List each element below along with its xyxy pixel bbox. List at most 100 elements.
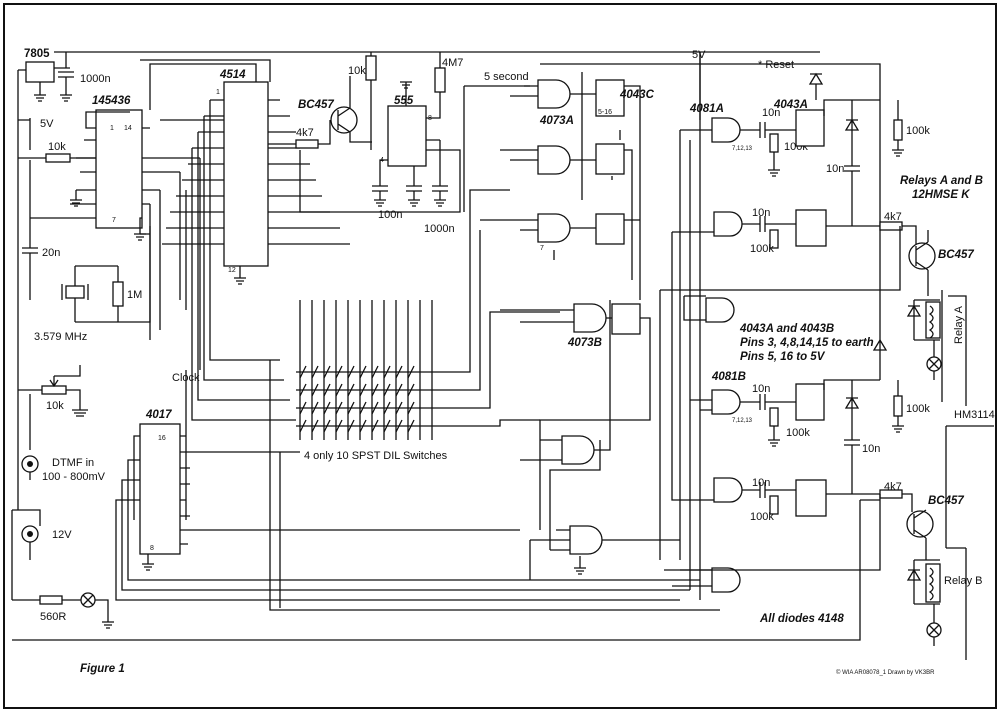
bc457-a-label: BC457 — [938, 249, 974, 261]
timer-section: BC457 10k 4k7 555 4 8 4M7 100n 1000n 5 s… — [268, 49, 881, 340]
pin-516: 5-16 — [598, 109, 612, 116]
and-gate-4081b-2 — [713, 477, 743, 503]
dil-switch-matrix: 4 only 10 SPST DIL Switches — [191, 100, 560, 462]
regulator-7805 — [25, 61, 55, 83]
counter-label: 4017 — [145, 409, 172, 421]
pot-label: 10k — [46, 400, 64, 412]
dtmf-decoder-section: 145436 1 14 7 5V 10k 20n 1M 3.579 MHz Cl… — [18, 95, 201, 520]
resistor-100k-a — [769, 133, 779, 153]
pin-4514-12: 12 — [228, 267, 236, 274]
transistor1-label: BC457 — [298, 99, 334, 111]
cap-10n-d-label: 10n — [752, 383, 770, 395]
resistor-100k-f — [769, 495, 779, 515]
cap-10n-e-label: 10n — [862, 443, 880, 455]
resistor-1m — [112, 281, 124, 307]
and3-b-label: 4073B — [567, 337, 602, 349]
hm3114-label: HM3114 — [954, 409, 995, 421]
switch-row-1 — [299, 365, 415, 433]
and-gate-4073a-1 — [537, 79, 571, 109]
resistor-100k-f-label: 100k — [750, 511, 774, 523]
resistor-4m7-label: 4M7 — [442, 57, 463, 69]
resistor-100k-c — [769, 229, 779, 249]
resistor-100k-d-label: 100k — [786, 427, 810, 439]
figure-label: Figure 1 — [80, 663, 125, 675]
resistor-4k7-b-label: 4k7 — [884, 211, 902, 223]
crystal — [65, 285, 85, 299]
cap-10n-a-label: 10n — [762, 107, 780, 119]
rs-flipflop-4043c-2 — [595, 143, 625, 175]
resistor-10k-b — [365, 55, 377, 81]
ic-555 — [387, 105, 427, 167]
resistor-4m7 — [434, 67, 446, 93]
pin-4073-7: 7 — [540, 245, 544, 252]
resistor-10k-a — [45, 153, 71, 163]
ff-a-label: 4043A — [773, 99, 808, 111]
resistor-100k-b — [893, 119, 903, 141]
logic-section: 4073A 7 4043C 5-16 4073B — [480, 72, 680, 580]
pin-4017-8: 8 — [150, 545, 154, 552]
diodes-label: All diodes 4148 — [759, 613, 844, 625]
and-gate-4081b-3 — [711, 567, 741, 593]
relay-a: Relay A — [906, 290, 967, 406]
and-gate-4073a-3 — [537, 213, 571, 243]
5v-left-label: 5V — [40, 118, 54, 130]
resistor-560r — [39, 595, 63, 605]
regulator-section: 7805 1000n — [17, 48, 700, 510]
cap-10n-b-label: 10n — [826, 163, 844, 175]
dtmf-range-label: 100 - 800mV — [42, 471, 106, 483]
dtmf-ic-label: 145436 — [92, 95, 131, 107]
ic-145436 — [95, 109, 143, 229]
resistor-10k-a-label: 10k — [48, 141, 66, 153]
and4-a-label: 4081A — [689, 103, 724, 115]
transistor-bc457-1 — [330, 106, 358, 134]
rs-flipflop-4043c-4 — [611, 303, 641, 335]
and-gate-4081a — [711, 117, 741, 143]
relay-b-label: Relay B — [944, 575, 983, 587]
resistor-100k-d — [769, 407, 779, 427]
and-gate-4081-2 — [569, 525, 603, 555]
cap-10n-f-label: 10n — [752, 477, 770, 489]
reset-label: * Reset — [758, 59, 794, 71]
pin-7: 7 — [112, 217, 116, 224]
resistor-10k-b-label: 10k — [348, 65, 366, 77]
pin-71213-a: 7,12,13 — [732, 146, 753, 152]
rs-flipflop-4043c-3 — [595, 213, 625, 245]
relay-a-label: Relay A — [953, 305, 965, 344]
crystal-freq-label: 3.579 MHz — [34, 331, 87, 343]
regulator-label: 7805 — [24, 48, 50, 60]
bus-wires — [11, 52, 901, 641]
pin-1: 1 — [110, 125, 114, 132]
pin-4514-1: 1 — [216, 89, 220, 96]
and-gate-4081-1 — [561, 435, 595, 465]
resistor-1m-label: 1M — [127, 289, 142, 301]
ic-4514 — [223, 81, 269, 267]
resistor-4k7-c — [879, 489, 903, 499]
12v-label: 12V — [52, 529, 72, 541]
and-gate-4073a-2 — [537, 145, 571, 175]
resistor-4k7-a-label: 4k7 — [296, 127, 314, 139]
pin-14: 14 — [124, 125, 132, 132]
resistor-4k7-b — [879, 221, 903, 231]
ff-c-label: 4043C — [619, 89, 655, 101]
transistor-bc457-b — [906, 510, 934, 538]
resistor-560r-label: 560R — [40, 611, 66, 623]
credit-label: © WIA AR08078_1 Drawn by VK3BR — [836, 669, 935, 676]
switches-label: 4 only 10 SPST DIL Switches — [304, 450, 448, 462]
5v-top-label: 5V — [692, 49, 706, 61]
ff-note-2: Pins 3, 4,8,14,15 to earth — [740, 337, 874, 349]
cap-10n-c-label: 10n — [752, 207, 770, 219]
resistor-100k-e-label: 100k — [906, 403, 930, 415]
relays-title-1: Relays A and B — [900, 175, 983, 187]
input-section: 10k DTMF in 100 - 800mV 12V 560R Figure … — [12, 365, 125, 675]
bc457-b-label: BC457 — [928, 495, 964, 507]
figure-border — [3, 3, 997, 709]
ff-note-3: Pins 5, 16 to 5V — [740, 351, 826, 363]
counter-4017-section: 4017 16 8 — [115, 360, 720, 611]
and4-b-label: 4081B — [711, 371, 746, 383]
transistor-bc457-a — [908, 242, 936, 270]
resistor-4k7-a — [295, 139, 319, 149]
relay-driver-section: 4081A 7,12,13 10n 100k 4043A 100k 10n Re… — [689, 72, 995, 676]
and-gate-4081a-3 — [705, 297, 735, 323]
